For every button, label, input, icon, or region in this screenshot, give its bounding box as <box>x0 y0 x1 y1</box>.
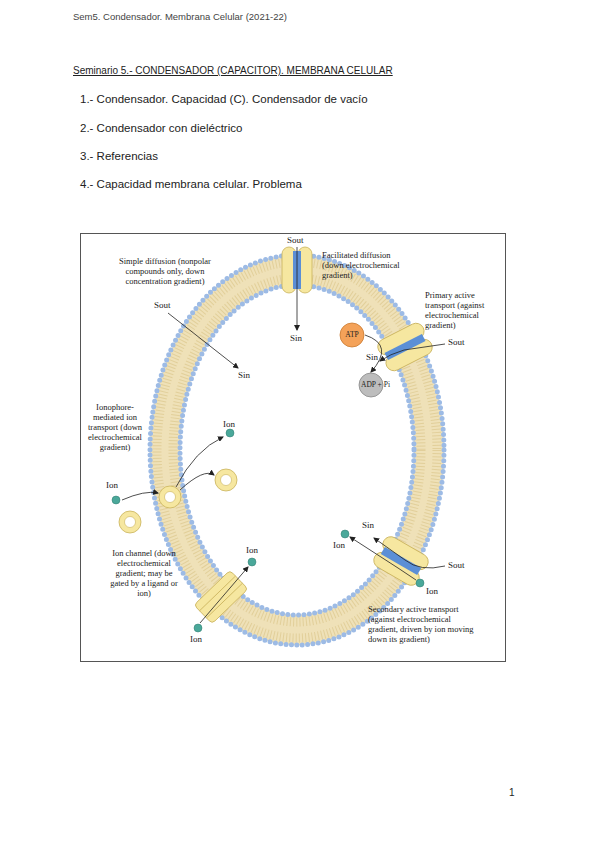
figure-label: Secondary active transport (against elec… <box>368 604 478 644</box>
ion-channel <box>194 570 248 623</box>
figure-label: Sin <box>362 520 374 531</box>
figure-label: Sin <box>366 352 378 363</box>
list-item: 3.- Referencias <box>80 150 158 164</box>
figure-label: Ion <box>106 480 118 491</box>
circle-shape <box>340 323 364 347</box>
figure-frame <box>81 234 506 662</box>
figure-label: Sout <box>154 300 171 311</box>
figure-label: Ion <box>190 634 202 645</box>
figure-label: Ion <box>333 540 345 551</box>
list-item: 1.- Condensador. Capacidad (C). Condensa… <box>80 93 368 107</box>
molecule-circle: ATP <box>339 322 365 348</box>
molecule-label: ATP <box>339 322 365 348</box>
page-title: Seminario 5.- CONDENSADOR (CAPACITOR). M… <box>73 65 393 77</box>
figure-label: Sout <box>448 337 465 348</box>
figure-label: Ionophore-mediated ion transport (down e… <box>82 402 148 452</box>
molecule-circle: ADP + Pi <box>358 372 410 398</box>
figure-label: Ion <box>246 545 258 556</box>
figure-label: Ion <box>426 586 438 597</box>
figure-label: Facilitated diffusion (down electrochemi… <box>322 250 414 280</box>
figure-label: Ion channel (down electrochemical gradie… <box>108 548 180 598</box>
figure-label: Sout <box>448 560 465 571</box>
ion-balls <box>112 429 424 632</box>
list-item: 4.- Capacidad membrana celular. Problema <box>80 178 302 192</box>
figure-label: Primary active transport (against electr… <box>425 290 501 330</box>
molecule-label: ADP + Pi <box>361 372 390 398</box>
figure-label: Sout <box>287 235 304 246</box>
figure-label: Sin <box>290 333 302 344</box>
list-item: 2.- Condensador con dieléctrico <box>80 122 242 136</box>
figure-label: Sin <box>238 370 250 381</box>
page-number: 1 <box>509 787 515 799</box>
figure-label: Simple diffusion (nonpolar compounds onl… <box>110 256 220 286</box>
ionophores <box>119 469 237 533</box>
page-header: Sem5. Condensador. Membrana Celular (202… <box>73 11 287 22</box>
reaction-arrow <box>365 335 382 372</box>
figure-label: Ion <box>223 419 235 430</box>
